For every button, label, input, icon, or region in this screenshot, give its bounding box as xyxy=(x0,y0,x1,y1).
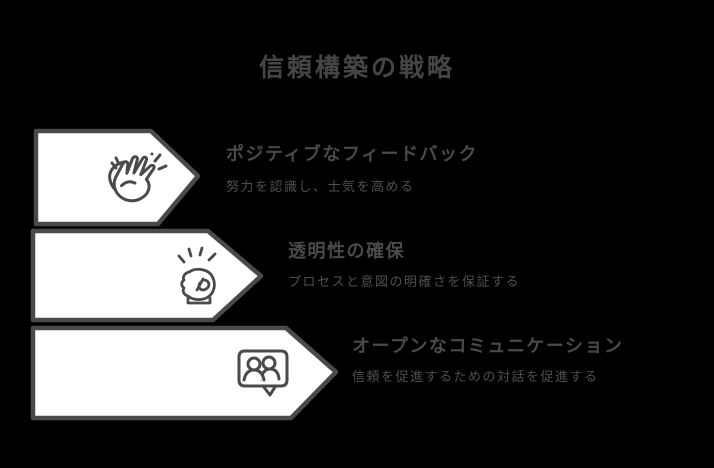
raised-fist-icon xyxy=(177,246,217,305)
clapping-hands-icon xyxy=(108,152,168,203)
step-subtitle: プロセスと意図の明確さを保証する xyxy=(288,274,521,289)
arrow-banner xyxy=(30,228,264,323)
step-subtitle: 信頼を促進するための対話を促進する xyxy=(352,369,599,384)
step-heading: ポジティブなフィードバック xyxy=(226,144,479,164)
step-subtitle: 努力を認識し、士気を高める xyxy=(226,179,415,194)
diagram-title: 信頼構築の戦略 xyxy=(258,54,455,82)
step-heading: 透明性の確保 xyxy=(288,241,405,261)
step-heading: オープンなコミュニケーション xyxy=(352,336,624,356)
arrow-banner xyxy=(30,325,339,421)
speech-bubble-people-icon xyxy=(237,349,289,397)
